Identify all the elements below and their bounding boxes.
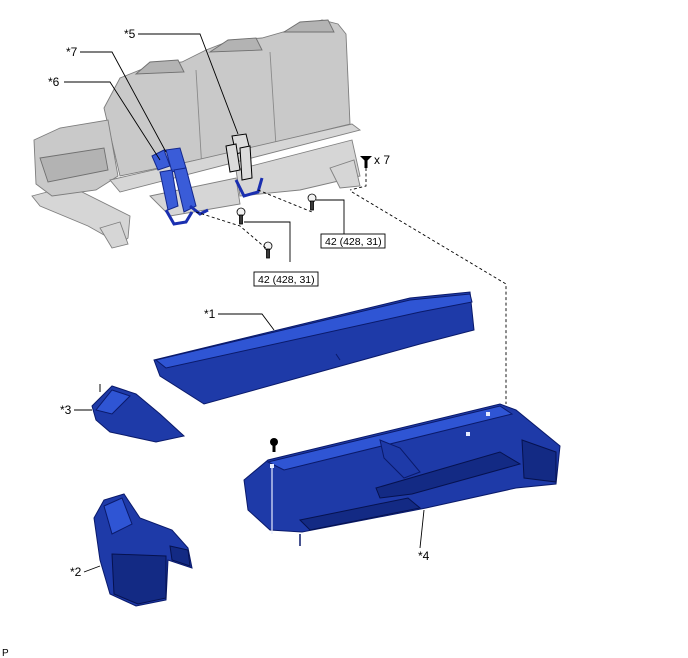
- dash-bolt-left: [195, 211, 269, 251]
- torque-upper-text: 42 (428, 31): [325, 236, 382, 248]
- torque-spec-lower: 42 (428, 31): [253, 271, 319, 287]
- part-2-storage-box: [93, 493, 193, 607]
- callout-5: *5: [124, 27, 136, 41]
- leader-4: [419, 509, 425, 549]
- seat-belt-buckle-center: [225, 133, 264, 198]
- leader-torque-lower: [244, 221, 291, 262]
- callout-2: *2: [70, 565, 82, 579]
- callout-3: *3: [60, 403, 72, 417]
- rear-seat-assembly: [31, 19, 362, 249]
- leader-torque-upper: [316, 199, 345, 234]
- callout-4: *4: [418, 549, 430, 563]
- leader-7: [80, 51, 167, 153]
- torque-lower-text: 42 (428, 31): [258, 274, 315, 286]
- bolt-upper-center: [236, 207, 246, 225]
- leader-5: [138, 33, 239, 135]
- clip-on-panel: [270, 438, 278, 452]
- dash-clip-panel: [351, 191, 507, 404]
- callout-7: *7: [66, 45, 78, 59]
- clip-icon: [360, 156, 372, 168]
- dash-clip-seat: [349, 168, 367, 191]
- leader-6: [64, 81, 161, 161]
- leader-2: [83, 565, 101, 573]
- part-3-side-panel: [91, 384, 186, 443]
- leader-1: [218, 313, 275, 331]
- callout-1: *1: [204, 307, 216, 321]
- torque-spec-upper: 42 (428, 31): [320, 233, 386, 249]
- seat-belt-buckle-left: [151, 147, 209, 226]
- part-4-luggage-tray: [243, 403, 561, 546]
- callout-6: *6: [48, 75, 60, 89]
- clip-quantity: x 7: [374, 153, 390, 167]
- part-1-board: [153, 291, 475, 405]
- bolt-right: [307, 193, 317, 211]
- dash-bolt-right: [257, 189, 313, 213]
- footer-letter: P: [2, 648, 9, 658]
